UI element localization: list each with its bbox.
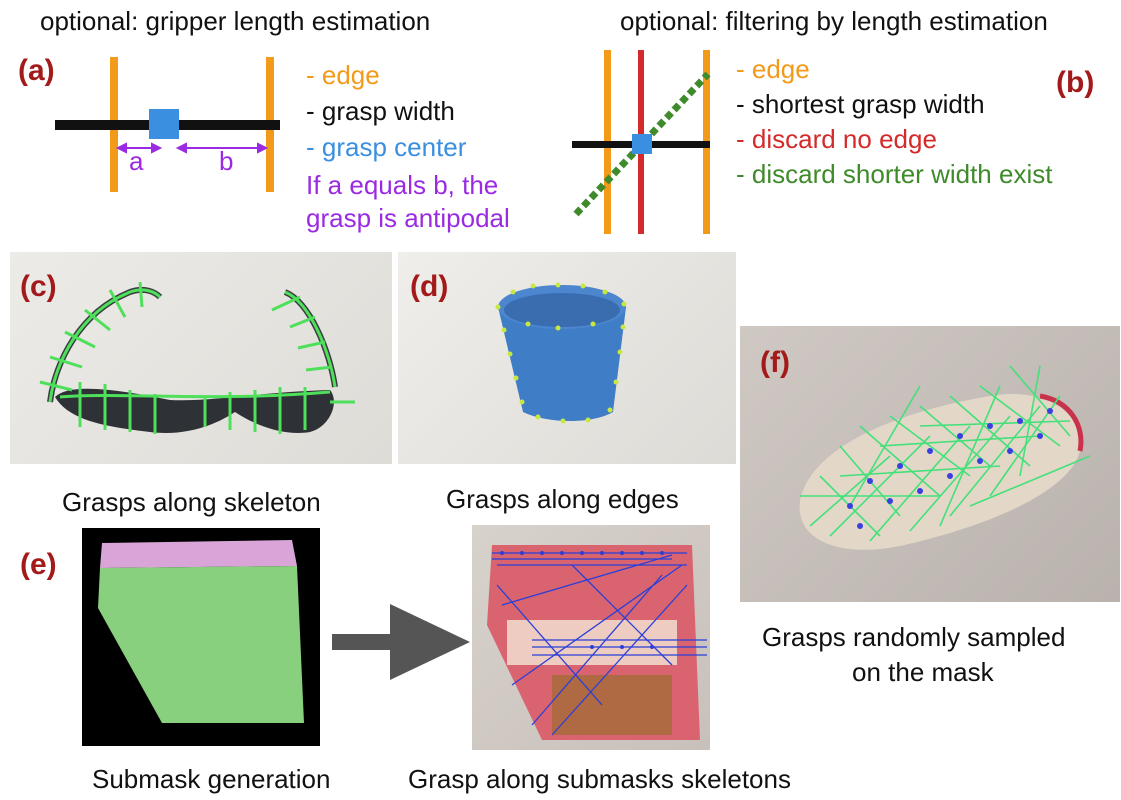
legend-b-no-edge: - discard no edge bbox=[736, 124, 937, 154]
submask-image bbox=[82, 528, 320, 746]
gripper-length-diagram bbox=[55, 57, 280, 192]
panel-a-label: (a) bbox=[18, 54, 55, 87]
panel-f-label: (f) bbox=[760, 346, 790, 379]
panel-a-title: optional: gripper length estimation bbox=[40, 6, 431, 36]
submask-grasps bbox=[492, 552, 707, 736]
grasp-center bbox=[149, 109, 179, 139]
submask-body bbox=[98, 566, 304, 723]
legend-b-shorter: - discard shorter width exist bbox=[736, 159, 1053, 189]
cup-body bbox=[498, 307, 626, 421]
legend-a-center: - grasp center bbox=[306, 132, 467, 162]
legend-b-edge: - edge bbox=[736, 54, 810, 84]
cereal-logo-area bbox=[507, 620, 677, 665]
object-photo bbox=[740, 326, 1120, 602]
panel-f-caption-1: Grasps randomly sampled bbox=[762, 622, 1066, 652]
antipodal-note-1: If a equals b, the bbox=[306, 170, 499, 200]
panel-c-label: (c) bbox=[20, 270, 57, 303]
discard-shorter-line bbox=[573, 71, 711, 217]
panel-e-caption-right: Grasp along submasks skeletons bbox=[408, 764, 791, 794]
cup-inside bbox=[504, 293, 620, 327]
random-grasps bbox=[800, 365, 1091, 542]
legend-a-width: - grasp width bbox=[306, 96, 455, 126]
object-red-cap bbox=[1039, 393, 1084, 452]
object-body bbox=[799, 394, 1081, 550]
dimension-arrows bbox=[115, 142, 269, 154]
panel-b-title: optional: filtering by length estimation bbox=[620, 6, 1048, 36]
grasp-centers bbox=[847, 408, 1053, 529]
panel-f-caption-2: on the mask bbox=[852, 657, 994, 687]
filtering-diagram bbox=[572, 50, 711, 234]
submask-top bbox=[100, 540, 297, 568]
legend-a-edge: - edge bbox=[306, 60, 380, 90]
panel-c-caption: Grasps along skeleton bbox=[62, 487, 321, 517]
sunglasses-lenses bbox=[55, 388, 334, 433]
sunglasses-right-arm bbox=[283, 289, 338, 388]
dimension-a-label: a bbox=[129, 146, 144, 176]
panel-e-label: (e) bbox=[20, 548, 57, 581]
legend-b-shortest: - shortest grasp width bbox=[736, 89, 985, 119]
panel-b-label: (b) bbox=[1056, 66, 1095, 99]
cereal-box-photo bbox=[472, 525, 710, 750]
edge-grasps bbox=[495, 282, 627, 424]
cereal-bowl bbox=[552, 675, 672, 735]
panel-d-label: (d) bbox=[410, 270, 449, 303]
grasp-points bbox=[500, 551, 664, 649]
cup-photo bbox=[398, 252, 736, 464]
grasp-center bbox=[632, 134, 652, 154]
panel-d-caption: Grasps along edges bbox=[446, 484, 679, 514]
arrow-right-icon bbox=[332, 604, 470, 680]
skeleton-grasps bbox=[39, 281, 355, 434]
panel-e-caption-left: Submask generation bbox=[92, 764, 331, 794]
dimension-b-label: b bbox=[219, 146, 234, 176]
sunglasses-photo bbox=[10, 252, 392, 464]
antipodal-note-2: grasp is antipodal bbox=[306, 203, 510, 233]
